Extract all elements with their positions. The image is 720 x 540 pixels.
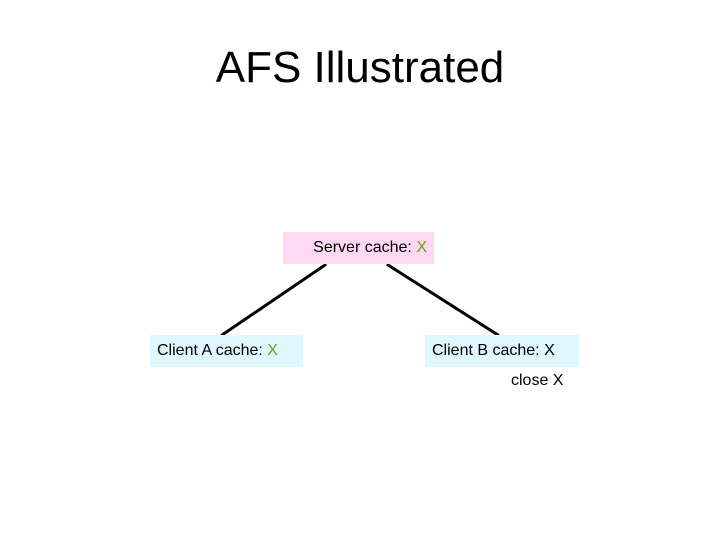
slide-title: AFS Illustrated [215,43,505,92]
client-b-cache-box: Client B cache: X [425,335,579,367]
server-cache-label: Server cache: [313,239,412,256]
close-operation-note: close X [511,372,564,389]
server-cache-box: Server cache: X [283,232,434,264]
client-a-cache-label: Client A cache: [157,342,263,359]
client-b-cache-file: X [544,342,555,359]
client-a-cache-file: X [267,342,278,359]
server-to-client-b-line [386,263,500,337]
server-to-client-a-line [220,263,327,337]
server-cache-file: X [416,239,427,256]
client-a-cache-box: Client A cache: X [150,335,303,367]
client-b-cache-label: Client B cache: [432,342,540,359]
